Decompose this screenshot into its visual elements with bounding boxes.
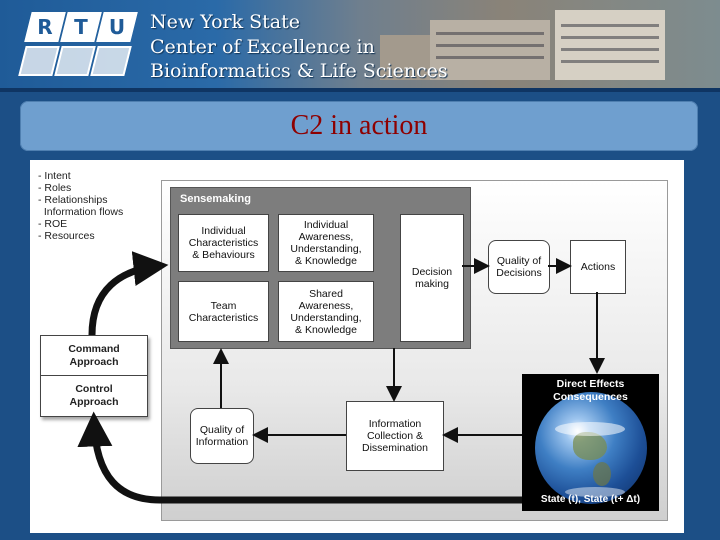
organization-name: New York State Center of Excellence in B… [150, 10, 448, 84]
sensemaking-label: Sensemaking [180, 193, 251, 205]
org-line: New York State [150, 11, 300, 33]
building-image [555, 10, 665, 80]
earth-effects-panel: Direct Effects Consequences State (t), S… [522, 374, 659, 511]
earth-globe-image [535, 392, 647, 504]
individual-characteristics-box: Individual Characteristics & Behaviours [178, 214, 269, 272]
team-characteristics-box: Team Characteristics [178, 281, 269, 342]
header-divider [0, 88, 720, 92]
c2-diagram: - Intent - Roles - Relationships Informa… [30, 160, 684, 533]
header-banner: R T U New York State Center of Excellenc… [0, 0, 720, 88]
c2-elements-list: - Intent - Roles - Relationships Informa… [38, 170, 124, 242]
shared-awareness-box: Shared Awareness, Understanding, & Knowl… [278, 281, 374, 342]
actions-box: Actions [570, 240, 626, 294]
information-collection-box: Information Collection & Dissemination [346, 401, 444, 471]
state-label: State (t), State (t+ Δt) [540, 494, 641, 505]
slide-title-bar: C2 in action [20, 101, 698, 151]
logo-letter-u: U [108, 15, 126, 39]
individual-awareness-box: Individual Awareness, Understanding, & K… [278, 214, 374, 272]
arrow-effects-to-command [77, 411, 522, 504]
quality-of-decisions-box: Quality of Decisions [488, 240, 550, 294]
direct-effects-label: Direct Effects Consequences [553, 378, 628, 403]
logo-letter-r: R [37, 15, 53, 39]
control-approach-label: Control Approach [69, 382, 119, 408]
org-line: Center of Excellence in [150, 35, 375, 58]
arrow-command-to-sense [88, 251, 169, 336]
command-control-box: Command Approach Control Approach [40, 335, 148, 417]
logo-letter-t: T [74, 15, 88, 39]
slide-title: C2 in action [290, 110, 428, 141]
flow-arrows [77, 251, 605, 504]
rtu-logo: R T U [18, 10, 138, 78]
building-image [430, 20, 550, 80]
decision-making-box: Decision making [400, 214, 464, 342]
org-line: Bioinformatics & Life Sciences [150, 60, 448, 82]
command-approach-label: Command Approach [41, 336, 147, 376]
